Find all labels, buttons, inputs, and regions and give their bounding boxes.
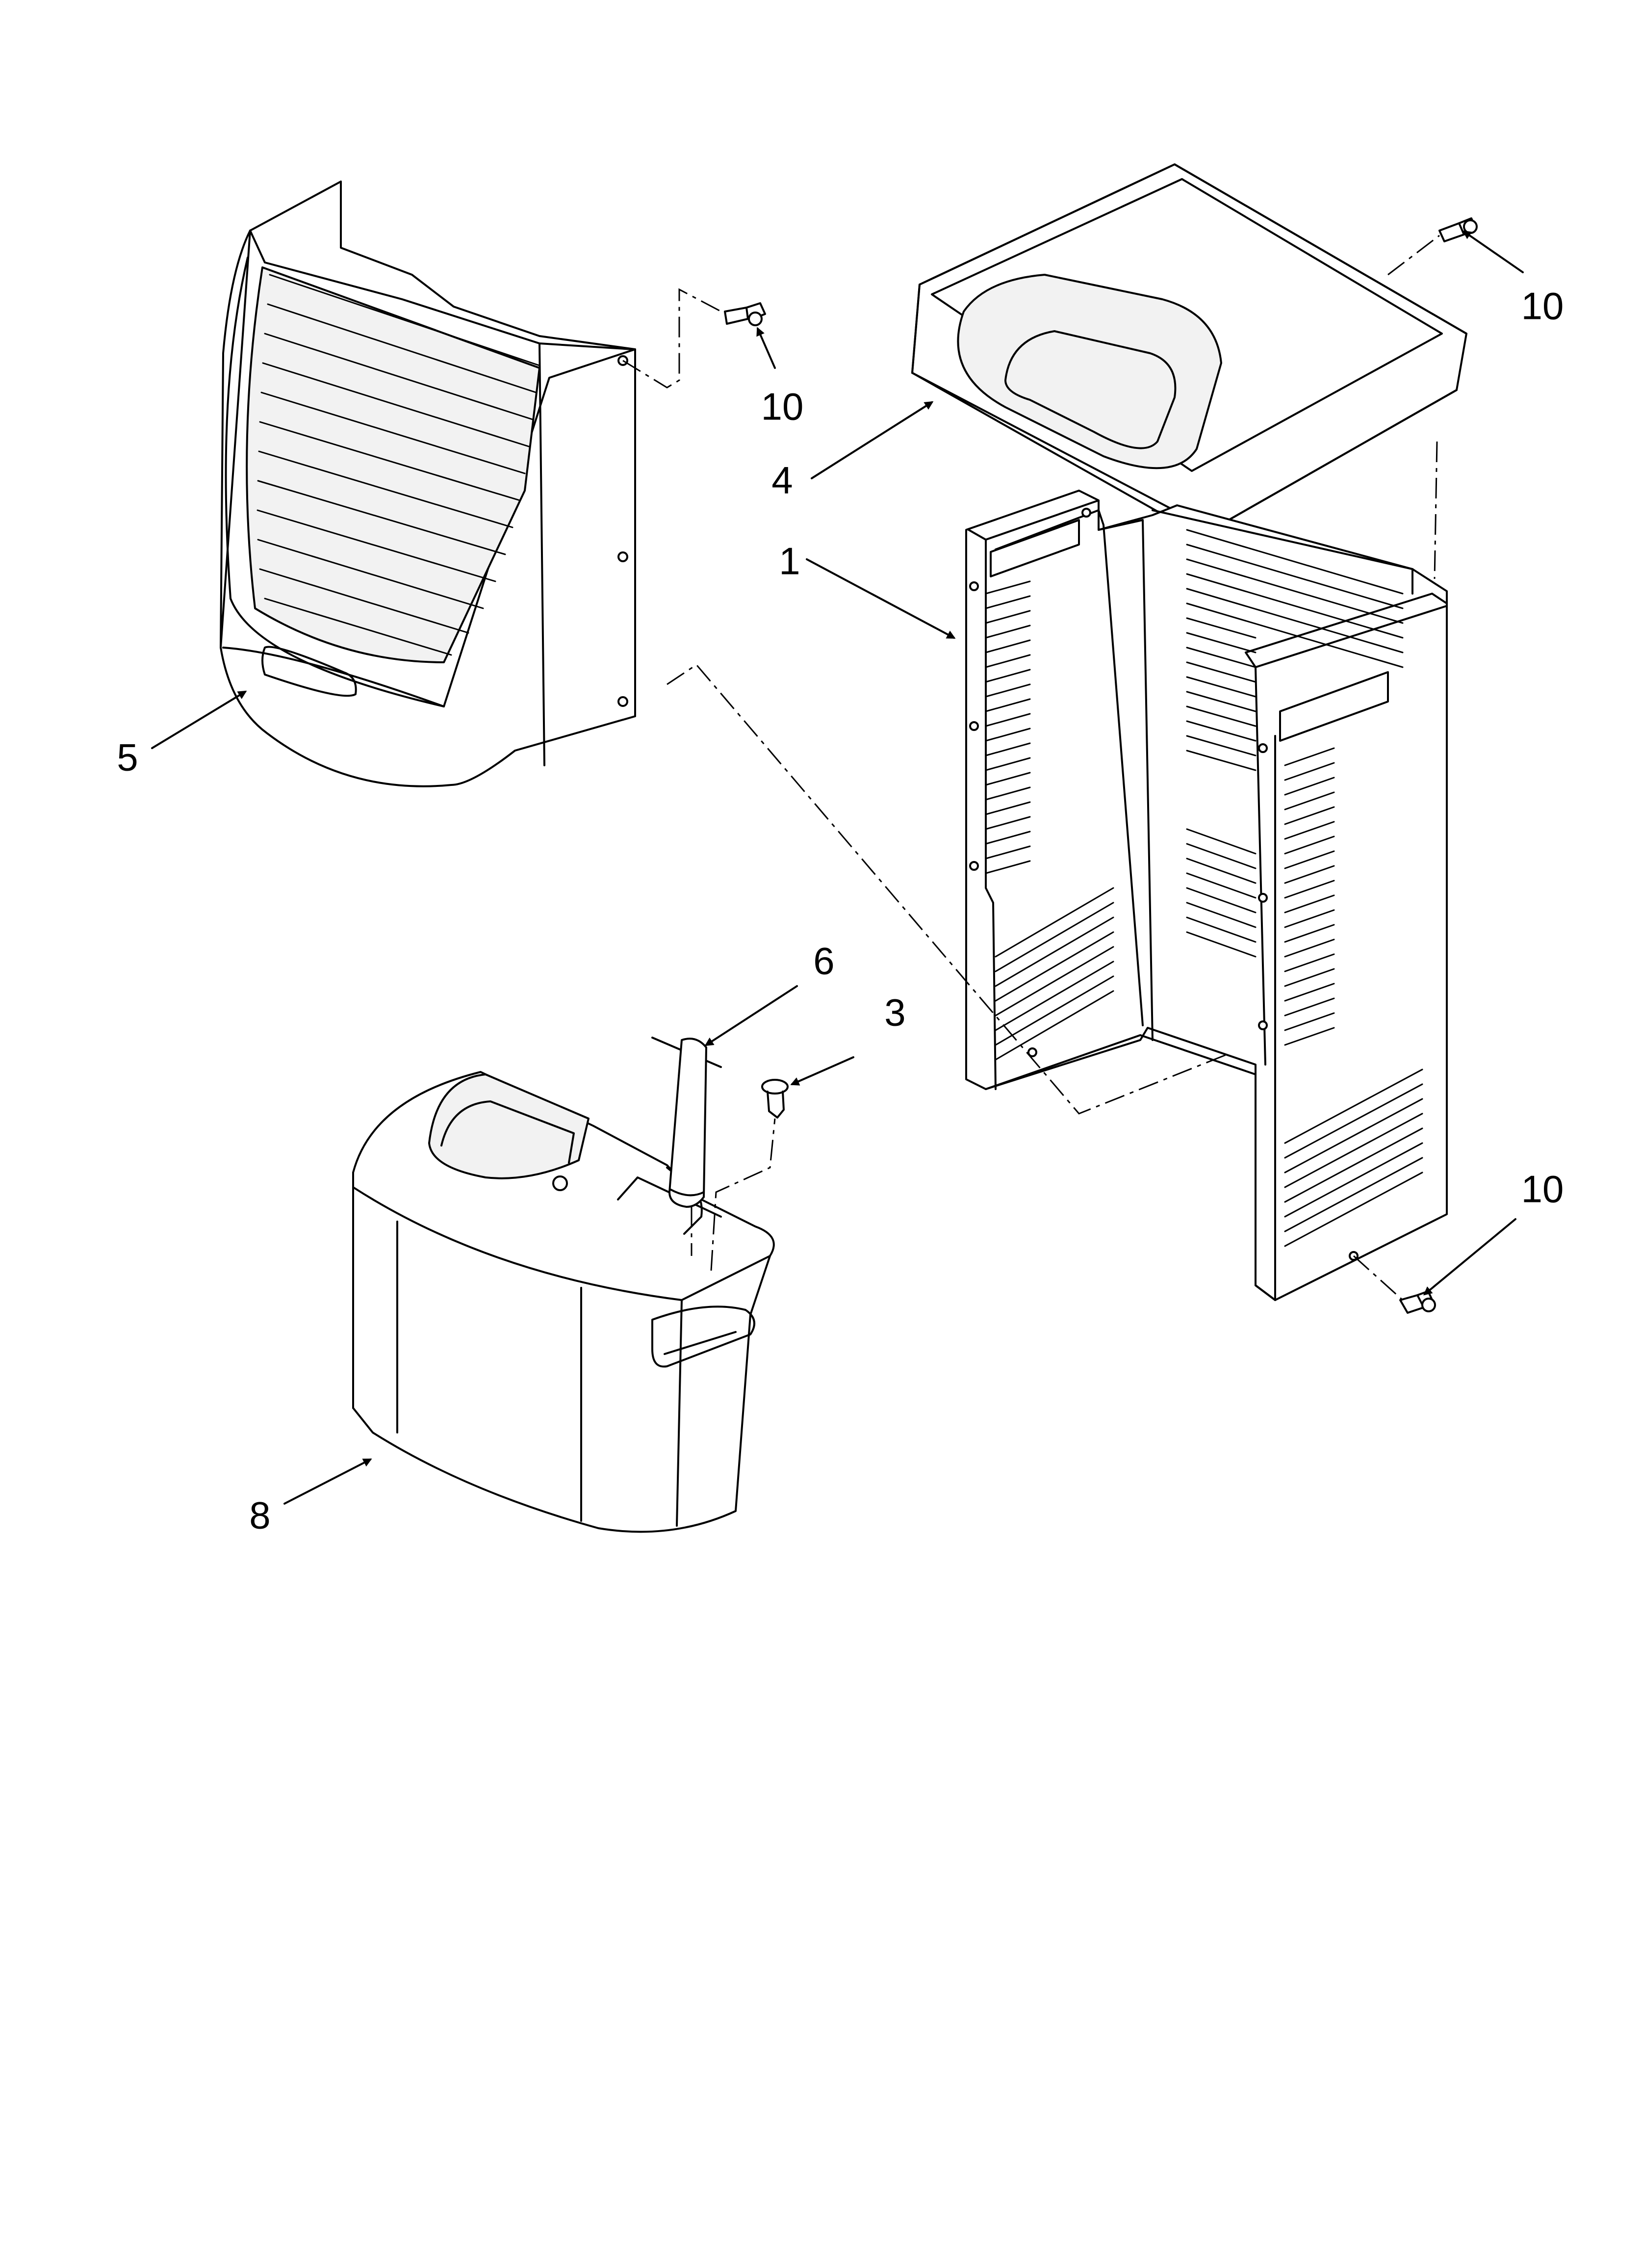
callout-3-plug: 3	[884, 991, 905, 1034]
callout-5-front-grille: 5	[117, 736, 138, 779]
plug-part	[761, 1079, 789, 1119]
screw-part-lower-right	[1399, 1290, 1436, 1314]
callout-6-drain-tube: 6	[813, 939, 834, 983]
front-grille-part	[220, 181, 636, 787]
grille-louvers	[257, 274, 540, 656]
drain-tube-part	[651, 1037, 722, 1208]
leader-lines	[151, 230, 1524, 1505]
callout-10-top-screw: 10	[1521, 285, 1564, 328]
callout-labels: 10 10 4 1 5 6 3 10 8	[117, 285, 1564, 1537]
cabinet-wrapper-part	[965, 490, 1448, 1301]
screw-part-upper-left	[724, 302, 766, 326]
left-panel-louvers	[985, 580, 1031, 874]
callout-8-bucket: 8	[249, 1494, 270, 1537]
left-lower-louvers	[995, 887, 1114, 1061]
callout-10-lower-screw: 10	[1521, 1168, 1564, 1211]
top-cover-part	[911, 163, 1467, 531]
callout-4-top-cover: 4	[771, 459, 793, 502]
callout-1-cabinet-wrapper: 1	[779, 540, 800, 583]
bucket-part	[352, 1071, 775, 1533]
callout-10-front-panel-screw: 10	[761, 385, 804, 428]
rear-upper-louvers	[1186, 529, 1404, 771]
rear-lower-louvers	[1186, 828, 1257, 958]
right-panel-louvers	[1284, 747, 1335, 1046]
right-lower-louvers	[1284, 1069, 1423, 1247]
assembly-centerlines	[622, 235, 1440, 1301]
